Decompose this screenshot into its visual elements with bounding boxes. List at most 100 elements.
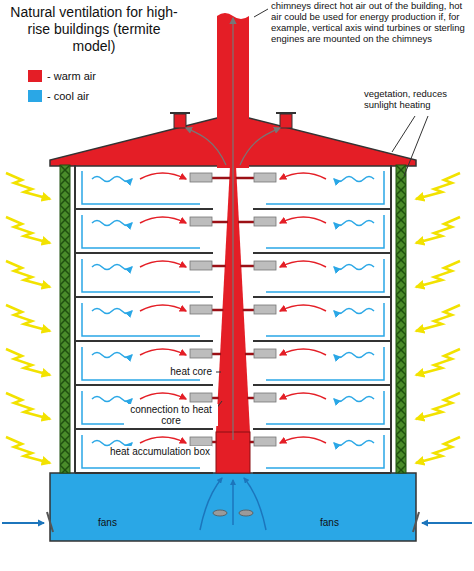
floor-strokes <box>6 165 230 473</box>
part-label: fans <box>318 517 341 529</box>
floor-slab <box>75 384 213 386</box>
sunlight-arrow <box>416 349 460 375</box>
warm-air-arrow <box>140 305 186 311</box>
warm-air-arrow <box>140 437 186 443</box>
cool-air-channel <box>266 435 384 468</box>
sunlight-arrow <box>416 437 460 463</box>
vent-box <box>190 437 212 446</box>
legend-row: - cool air <box>28 90 89 102</box>
vent-box <box>190 173 212 182</box>
vent-box <box>254 349 276 358</box>
part-label: connection to heat core <box>124 404 218 426</box>
vent-box <box>190 217 212 226</box>
cool-air-arrow <box>334 265 374 270</box>
floor-slab <box>253 340 391 342</box>
floor-slab <box>75 472 213 474</box>
core-connection <box>212 353 221 356</box>
cool-air-arrow <box>334 441 374 446</box>
core-connection <box>212 309 223 312</box>
cool-air-channel <box>82 259 200 292</box>
cool-air-arrow <box>334 309 374 314</box>
sunlight-arrow <box>6 437 50 463</box>
floor-slab <box>75 208 213 210</box>
callout-note: chimneys direct hot air out of the build… <box>269 0 473 44</box>
cool-air-arrow <box>92 177 132 182</box>
diagram-title: Natural ventilation for high-rise buildi… <box>6 4 182 55</box>
vent-box <box>254 437 276 446</box>
vent-box <box>254 305 276 314</box>
outer-wall <box>74 165 76 473</box>
sunlight-arrow <box>6 173 50 199</box>
warm-air-arrow <box>280 217 326 223</box>
floor-slab <box>253 384 391 386</box>
cool-air-arrow <box>92 353 132 358</box>
sunlight-arrow <box>6 393 50 419</box>
vent-box <box>254 393 276 402</box>
floor-slab <box>75 252 213 254</box>
legend-swatch <box>28 70 42 82</box>
cool-air-arrow <box>334 177 374 182</box>
floor-slab <box>253 252 391 254</box>
warm-air-arrow <box>140 173 186 179</box>
core-connection <box>238 221 254 224</box>
sunlight-arrow <box>416 261 460 287</box>
legend-text: - cool air <box>47 90 89 102</box>
vent-box <box>190 261 212 270</box>
cool-air-arrow <box>92 309 132 314</box>
core-connection <box>236 177 254 180</box>
warm-air-arrow <box>280 173 326 179</box>
core-connection <box>243 309 254 312</box>
cool-air-arrow <box>334 221 374 226</box>
sunlight-arrow <box>6 217 50 243</box>
core-connection <box>245 353 254 356</box>
core-connection <box>240 265 254 268</box>
sunlight-arrow <box>6 349 50 375</box>
cool-air-arrow <box>92 397 132 402</box>
cool-air-arrow <box>92 221 132 226</box>
sunlight-arrow <box>6 261 50 287</box>
legend-row: - warm air <box>28 70 96 82</box>
cool-air-channel <box>266 171 384 204</box>
cool-air-channel <box>82 303 200 336</box>
cool-air-channel <box>82 171 200 204</box>
cool-air-arrow <box>92 441 132 446</box>
vent-box <box>254 261 276 270</box>
core-connection <box>250 441 254 444</box>
warm-air-arrow <box>280 437 326 443</box>
vent-box <box>254 217 276 226</box>
floor-slab <box>253 428 391 430</box>
sunlight-arrow <box>416 393 460 419</box>
sunlight-arrow <box>416 305 460 331</box>
vent-box <box>190 305 212 314</box>
part-label: fans <box>96 517 119 529</box>
warm-air-arrow <box>280 261 326 267</box>
cool-air-arrow <box>334 397 374 402</box>
part-label: heat accumulation box <box>108 446 212 457</box>
vegetation <box>60 165 70 473</box>
vent-box <box>254 173 276 182</box>
floor-slab <box>253 472 391 474</box>
cool-air-channel <box>266 303 384 336</box>
callout-note: vegetation, reduces sunlight heating <box>362 88 474 110</box>
core-connection <box>212 265 226 268</box>
sunlight-arrow <box>416 173 460 199</box>
vegetation <box>396 165 406 473</box>
cool-air-arrow <box>334 353 374 358</box>
cool-air-channel <box>266 259 384 292</box>
core-connection <box>212 221 228 224</box>
core-connection <box>212 177 230 180</box>
vent-box <box>190 349 212 358</box>
legend-text: - warm air <box>47 70 96 82</box>
warm-air-arrow <box>140 217 186 223</box>
floor-slab <box>75 428 213 430</box>
sunlight-arrow <box>6 305 50 331</box>
vent-box <box>190 393 212 402</box>
warm-air-arrow <box>280 393 326 399</box>
cool-air-arrow <box>92 265 132 270</box>
cool-air-channel <box>266 391 384 424</box>
floor-slab <box>75 296 213 298</box>
warm-air-arrow <box>140 349 186 355</box>
cool-air-channel <box>82 215 200 248</box>
cool-air-channel <box>266 347 384 380</box>
